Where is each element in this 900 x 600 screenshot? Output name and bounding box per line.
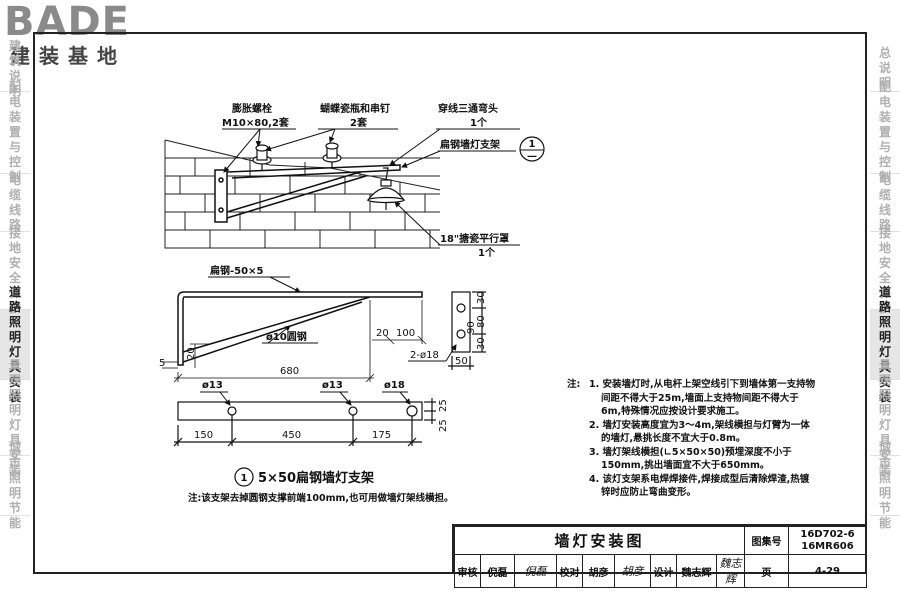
left-tab-2[interactable]: 电缆线路 [0, 173, 30, 232]
reference-circle [519, 136, 545, 162]
dim-5: 5 [159, 358, 165, 369]
right-sidebar: 总说明 配电装置与控制 电缆线路 接地安全保护 道路照明灯具安装 景观照明灯具安… [870, 46, 900, 530]
dim-20b: 20 [376, 328, 389, 339]
notes-heading: 注: [567, 379, 581, 390]
review-label: 审核 [454, 554, 481, 588]
logo-brand: BADE [4, 0, 130, 45]
note-item: 4. 该灯支架系电焊焊接件,焊接成型后清除焊渣,热镀锌时应防止弯曲变形。 [589, 473, 810, 499]
notes-block: 注: 1. 安装墙灯时,从电杆上架空线引下到墙体第一支持物间距不得大于25m,墙… [567, 378, 817, 500]
callout-bolt: 膨胀螺栓 [232, 102, 272, 115]
top-callouts: 膨胀螺栓 M10×80,2套 蝴蝶瓷瓶和串钉 2套 穿线三通弯头 1个 扁钢墙灯… [222, 102, 545, 259]
figure-title: 1 5×50扁钢墙灯支架 [234, 467, 374, 487]
page-number: 4-29 [788, 554, 867, 588]
dim-30b: 30 [476, 337, 487, 350]
callout-tee-qty: 1个 [470, 116, 488, 129]
flat-bar-plan [173, 398, 436, 447]
bade-logo: BADE 建装基地 [4, 2, 154, 70]
designer-signature: 魏志辉 [716, 554, 745, 588]
atlas-number: 16D702-6 16MR606 [788, 526, 867, 555]
dim-2phi18: 2-ø18 [410, 350, 439, 361]
right-tab-2[interactable]: 电缆线路 [870, 173, 900, 232]
right-tab-0[interactable]: 总说明 [870, 46, 900, 92]
lamp-icon [366, 167, 406, 210]
right-tab-3[interactable]: 接地安全保护 [870, 226, 900, 315]
design-label: 设计 [650, 554, 677, 588]
checker-signature: 胡彦 [614, 554, 651, 588]
dim-25a: 25 [438, 399, 449, 412]
reviewer-signature: 倪磊 [514, 554, 557, 588]
dim-50: 50 [455, 356, 468, 367]
drawing-frame [33, 32, 867, 574]
callout-bracket: 扁钢墙灯支架 [440, 138, 500, 151]
dim-80: 80 [476, 315, 487, 328]
left-sidebar: 建筑说明 配电装置与控制 电缆线路 接地安全保护 道路照明灯具安装 景观照明灯具… [0, 39, 30, 530]
page-label: 页 [744, 554, 789, 588]
end-plate [448, 291, 486, 370]
dim-90: 90 [466, 321, 477, 334]
dim-680: 680 [280, 366, 299, 377]
dim-25b: 25 [438, 419, 449, 432]
bracket-side-view [177, 291, 423, 366]
callout-lamp: 18"搪瓷平行罩 [440, 232, 509, 245]
callout-tee: 穿线三通弯头 [438, 102, 498, 115]
title-block: 墙灯安装图 图集号 16D702-6 16MR606 审核 倪磊 倪磊 校对 胡… [452, 524, 867, 588]
ref-mark-sub: — [527, 151, 537, 162]
bracket-side-labels: 扁钢-50×5 ø10圆钢 [208, 264, 318, 344]
note-item: 1. 安装墙灯时,从电杆上架空线引下到墙体第一支持物间距不得大于25m,墙面上支… [589, 379, 816, 417]
left-tab-6[interactable]: 城市照明节能 [0, 441, 30, 530]
bottom-note: 注:该支架去掉圆钢支撑前端100mm,也可用做墙灯架线横担。 [188, 493, 454, 504]
figure-title-text: 5×50扁钢墙灯支架 [258, 470, 374, 486]
right-tab-4[interactable]: 道路照明灯具安装 [870, 285, 900, 404]
ref-mark-num: 1 [529, 139, 536, 150]
reviewer-name: 倪磊 [480, 554, 515, 588]
logo-subtitle: 建装基地 [10, 44, 126, 68]
left-tab-1[interactable]: 配电装置与控制 [0, 80, 30, 184]
drawing-title: 墙灯安装图 [454, 526, 745, 555]
bracket-assembly [214, 164, 401, 223]
dim-450: 450 [282, 430, 301, 441]
label-flat-steel: 扁钢-50×5 [210, 264, 263, 277]
atlas-label: 图集号 [744, 526, 789, 555]
label-round-steel: ø10圆钢 [266, 330, 307, 343]
left-tab-3[interactable]: 接地安全保护 [0, 226, 30, 315]
right-tab-5[interactable]: 景观照明灯具安装 [870, 358, 900, 477]
side-dimensions [162, 300, 427, 383]
callout-bolt-spec: M10×80,2套 [222, 116, 290, 129]
left-tab-4[interactable]: 道路照明灯具安装 [0, 285, 30, 404]
right-tab-1[interactable]: 配电装置与控制 [870, 80, 900, 184]
dim-20a: 20 [186, 347, 197, 360]
dim-phi13b: ø13 [322, 380, 343, 391]
dim-phi13a: ø13 [202, 380, 223, 391]
designer-name: 魏志辉 [676, 554, 717, 588]
dim-175: 175 [372, 430, 391, 441]
dim-phi18: ø18 [384, 380, 405, 391]
checker-name: 胡彦 [582, 554, 615, 588]
callout-lamp-qty: 1个 [478, 246, 496, 259]
note-item: 2. 墙灯安装高度宜为3～4m,架线横担与灯臂为一体的墙灯,悬挑长度不宜大于0.… [589, 419, 810, 445]
check-label: 校对 [556, 554, 583, 588]
dim-100: 100 [396, 328, 415, 339]
dim-30a: 30 [476, 291, 487, 304]
right-tab-6[interactable]: 城市照明节能 [870, 441, 900, 530]
dim-150: 150 [194, 430, 213, 441]
left-tab-5[interactable]: 景观照明灯具安装 [0, 358, 30, 477]
note-item: 3. 墙灯架线横担(∟5×50×50)预埋深度不小于150mm,挑出墙面宜不大于… [589, 446, 792, 472]
callout-insulator: 蝴蝶瓷瓶和串钉 [320, 102, 390, 115]
figure-num: 1 [241, 473, 248, 484]
callout-insulator-qty: 2套 [350, 116, 368, 129]
left-tab-0[interactable]: 建筑说明 [0, 39, 30, 98]
